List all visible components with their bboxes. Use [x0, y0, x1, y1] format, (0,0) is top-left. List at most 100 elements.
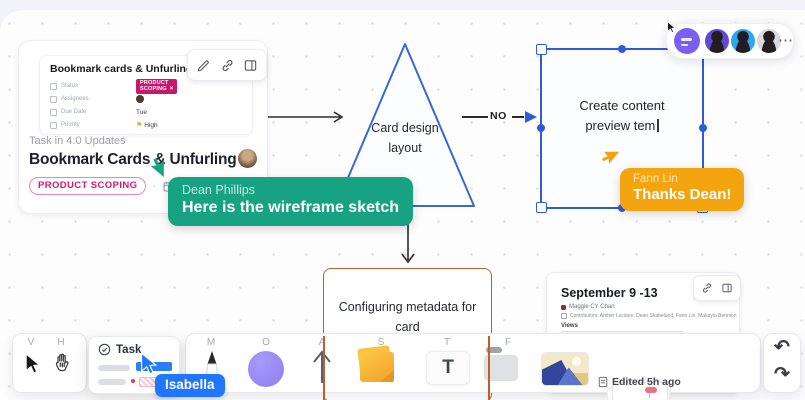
fann-cursor-icon: [601, 151, 620, 164]
task-tool-label: Task: [116, 343, 142, 356]
image-tool[interactable]: [541, 352, 589, 386]
connector-arrow-down[interactable]: [400, 218, 416, 268]
shortcut-shape: O: [262, 337, 270, 348]
field-row-duedate: Due Date Tue: [50, 106, 147, 118]
shortcut-pen: M: [206, 337, 216, 348]
edit-pencil-icon[interactable]: [196, 58, 211, 73]
undo-redo-panel: ↶ ↷: [763, 333, 801, 393]
tag-remove-icon[interactable]: ×: [169, 86, 174, 92]
sticky-note-tool[interactable]: [356, 345, 396, 385]
owner-avatar: [561, 304, 566, 310]
status-badge[interactable]: PRODUCT SCOPING: [29, 177, 147, 195]
field-label: Priority: [61, 122, 80, 128]
toolbar-left-panel: V H: [12, 333, 87, 393]
task-skeleton-line: [98, 379, 126, 385]
separator-dot: ·: [152, 180, 157, 192]
rectangle-text-line1: Create content: [579, 98, 665, 113]
template-tool[interactable]: [606, 377, 672, 400]
doc-owner: Maggie CY Chan: [569, 304, 615, 310]
field-row-priority: Priority ⚑High: [50, 119, 158, 131]
user-avatar[interactable]: [755, 27, 783, 55]
priority-icon: [50, 121, 57, 129]
field-label: Status: [61, 83, 79, 89]
task-assignee-avatar[interactable]: [238, 149, 257, 168]
edge-handle-right[interactable]: [699, 124, 707, 132]
edited-text: Edited 5h ago: [612, 376, 681, 388]
link-icon[interactable]: [220, 58, 235, 73]
metadata-shape-label: Configuring metadata for card: [338, 300, 477, 334]
task-title[interactable]: Bookmark Cards & Unfurling: [29, 151, 237, 168]
follow-cursor-icon: [667, 21, 677, 34]
priority-flag-icon: ⚑: [136, 122, 143, 129]
doc-contributors-row: Contributors: Amber Luciano, Dean Skabel…: [561, 313, 737, 319]
frame-tab: [486, 347, 502, 353]
more-options-button[interactable]: ⋯: [778, 32, 794, 49]
doc-card-title: September 9 -13: [561, 286, 658, 300]
doc-icon: [598, 376, 608, 388]
status-tag[interactable]: PRODUCT SCOPING×: [136, 78, 178, 94]
shortcut-connector: A: [318, 337, 326, 348]
layout-columns-icon[interactable]: [243, 58, 258, 73]
no-connector-label: NO: [490, 110, 507, 122]
breadcrumb[interactable]: Task in 4.0 Updates: [29, 135, 126, 147]
no-connector-line[interactable]: [512, 116, 524, 118]
doc-card-toolbar: [693, 275, 741, 301]
due-date-value: Tue: [136, 108, 147, 116]
text-tool-glyph: T: [442, 357, 454, 378]
fann-chat-bubble: Fann Lin Thanks Dean!: [620, 168, 745, 211]
task-skeleton-line: [98, 365, 130, 371]
redo-button[interactable]: ↷: [774, 364, 790, 385]
rectangle-text[interactable]: Create content preview tem: [542, 96, 702, 136]
dean-chat-bubble: Dean Phillips Here is the wireframe sket…: [168, 177, 413, 226]
doc-contributors: Contributors: Amber Luciano, Dean Skabel…: [570, 313, 737, 319]
select-tool[interactable]: [24, 353, 42, 375]
connector-arrow[interactable]: [268, 110, 350, 124]
template-card: [612, 382, 668, 400]
resize-handle-bl[interactable]: [536, 202, 547, 213]
cursor-user-message: Here is the wireframe sketch: [182, 199, 399, 216]
preview-title: Bookmark cards & Unfurling: [50, 63, 193, 75]
field-label: Assignees: [61, 96, 89, 102]
undo-button[interactable]: ↶: [774, 337, 790, 358]
field-row-assignees: Assignees: [50, 93, 144, 105]
toolbar-main-panel: M O A S T F T: [185, 333, 761, 400]
task-check-icon: [98, 343, 111, 356]
shape-tool[interactable]: [248, 351, 284, 387]
cursor-user-name: Dean Phillips: [182, 183, 255, 197]
metadata-shape-border: [488, 336, 490, 400]
no-connector-line[interactable]: [462, 116, 488, 118]
layout-columns-icon[interactable]: [721, 282, 733, 294]
due-date-icon: [50, 108, 57, 116]
resize-handle-tl[interactable]: [536, 44, 547, 55]
cursor-user-name: Fann Lin: [633, 173, 678, 185]
shortcut-text: T: [443, 337, 451, 348]
task-badge-row: PRODUCT SCOPING ·: [29, 177, 175, 195]
user-avatar[interactable]: [729, 27, 757, 55]
card-hover-toolbar: [187, 49, 267, 81]
hand-tool[interactable]: [51, 351, 75, 375]
edge-handle-left[interactable]: [537, 124, 545, 132]
connector-tool[interactable]: [311, 349, 333, 385]
triangle-label: Card design layout: [371, 121, 439, 155]
doc-owner-row: Maggie CY Chan: [561, 304, 615, 310]
shortcut-select: V: [27, 337, 35, 348]
dean-cursor-icon: [150, 158, 164, 177]
task-card[interactable]: Bookmark cards & Unfurling Status PRODUC…: [18, 40, 268, 214]
text-caret: [657, 119, 659, 133]
text-tool[interactable]: T: [426, 351, 470, 385]
assignees-icon: [50, 95, 57, 103]
priority-value: High: [144, 121, 158, 129]
link-icon[interactable]: [701, 282, 713, 294]
shortcut-hand: H: [57, 337, 65, 348]
edge-handle-top[interactable]: [618, 45, 626, 53]
no-connector-arrowhead: [525, 111, 537, 123]
task-skeleton-dot: [131, 379, 135, 383]
sun-shape: [572, 357, 581, 366]
metadata-shape-border: [323, 336, 325, 400]
assignee-avatar[interactable]: [136, 95, 144, 103]
field-label: Due Date: [61, 109, 87, 115]
user-avatar[interactable]: [703, 27, 731, 55]
follow-user-avatar[interactable]: [674, 28, 700, 54]
isabella-name-label: Isabella: [155, 374, 225, 397]
